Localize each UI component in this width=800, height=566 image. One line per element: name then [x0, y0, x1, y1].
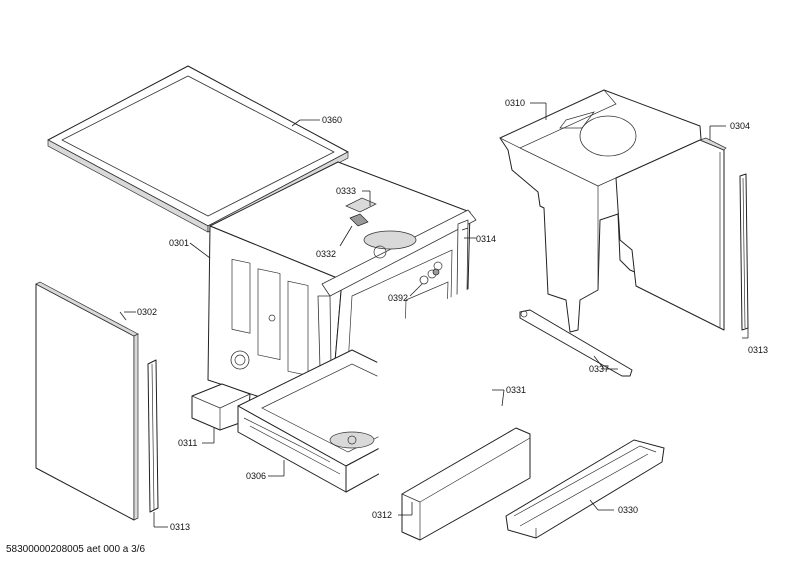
part-0313-strip-left: [147, 359, 159, 513]
label-0330: 0330: [618, 505, 638, 515]
label-0313-left: 0313: [170, 522, 190, 532]
label-0312: 0312: [372, 510, 392, 520]
label-0301: 0301: [169, 238, 189, 248]
label-0333: 0333: [336, 186, 356, 196]
part-0331-hose: [376, 279, 504, 477]
label-0337: 0337: [589, 364, 609, 374]
label-0310: 0310: [505, 98, 525, 108]
part-0304-side-panel: [615, 137, 727, 331]
leader-lines: [119, 102, 749, 528]
label-0332: 0332: [316, 249, 336, 259]
part-0337-rod: [519, 309, 633, 377]
label-0314: 0314: [476, 234, 496, 244]
label-0392: 0392: [388, 293, 408, 303]
label-0311: 0311: [178, 438, 197, 448]
part-0330-base-rail: [505, 439, 665, 539]
label-0313-right: 0313: [748, 345, 768, 355]
label-0302: 0302: [137, 307, 157, 317]
label-0306: 0306: [246, 471, 266, 481]
part-0312-plinth: [401, 427, 531, 541]
part-0314-rod: [461, 227, 469, 231]
part-0313-strip-right: [739, 173, 749, 331]
part-0311-insulation: [191, 383, 251, 431]
label-0360: 0360: [322, 115, 342, 125]
part-0392-fitting: [419, 268, 440, 285]
part-0302-door-panel: [35, 281, 139, 521]
diagram-footer-id: 58300000208005 aet 000 a 3/6: [6, 544, 146, 555]
label-0304: 0304: [730, 121, 750, 131]
label-0331: 0331: [506, 385, 526, 395]
